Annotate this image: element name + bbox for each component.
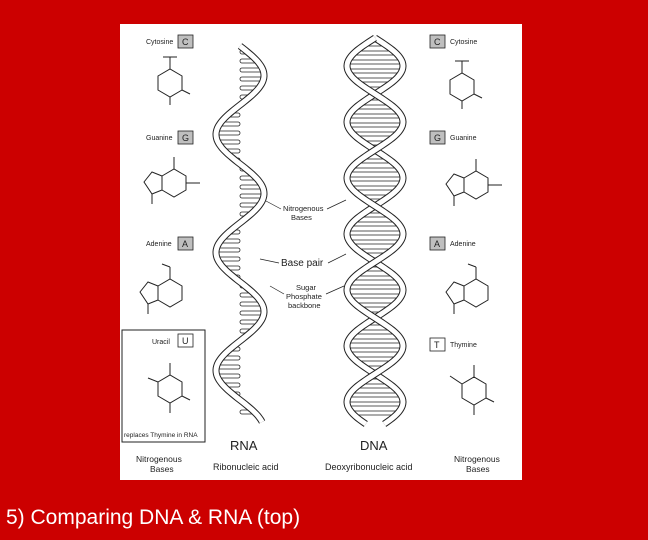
- dna-rung: [347, 285, 402, 289]
- rna-subtitle: Ribonucleic acid: [213, 462, 279, 472]
- dna-rung: [352, 411, 398, 415]
- dna-helix: [347, 38, 403, 424]
- pointer-basepair-right: [328, 254, 346, 263]
- pointer-basepair-left: [260, 259, 279, 263]
- label-nitrogenous-2: Bases: [291, 213, 312, 222]
- dna-rung: [347, 123, 402, 127]
- pointer-nitro-right: [327, 200, 346, 209]
- footer-left-1: Nitrogenous: [136, 454, 182, 464]
- label-base-pair: Base pair: [281, 258, 324, 269]
- uracil-structure-icon: [148, 363, 190, 413]
- rna-title: RNA: [230, 438, 258, 453]
- left-base-name-3: Uracil: [152, 339, 170, 346]
- cytosine-structure-icon: [158, 57, 190, 105]
- right-base-name-1: Guanine: [450, 135, 477, 142]
- left-badge-letter-0: C: [182, 37, 189, 47]
- dna-rung: [349, 114, 402, 118]
- right-badge-letter-2: A: [434, 239, 440, 249]
- right-badge-letter-0: C: [434, 37, 441, 47]
- right-base-name-3: Thymine: [450, 342, 477, 349]
- center-labels: Nitrogenous Bases Base pair Sugar Phosph…: [260, 200, 346, 310]
- dna-rung: [350, 240, 400, 244]
- label-phosphate: Phosphate: [286, 292, 322, 301]
- dna-rung: [348, 348, 403, 352]
- dna-rung: [351, 222, 398, 226]
- dna-subtitle: Deoxyribonucleic acid: [325, 462, 413, 472]
- uracil-note: replaces Thymine in RNA: [124, 432, 198, 439]
- dna-title: DNA: [360, 438, 388, 453]
- label-sugar: Sugar: [296, 283, 317, 292]
- pointer-sugar-right: [326, 286, 344, 294]
- footer-right-1: Nitrogenous: [454, 454, 500, 464]
- right-badge-letter-3: T: [434, 340, 440, 350]
- dna-rung: [348, 339, 402, 343]
- pointer-sugar-left: [270, 286, 284, 294]
- rna-helix: [216, 46, 264, 422]
- dna-rung: [347, 177, 403, 181]
- dna-rung: [349, 393, 401, 397]
- adenine-structure-icon-right: [446, 264, 488, 314]
- guanine-structure-icon-right: [446, 159, 502, 206]
- left-bases: Cytosine C Guanine G: [122, 35, 205, 442]
- dna-rna-figure: Cytosine C Guanine G: [120, 24, 522, 480]
- left-badge-letter-2: A: [182, 239, 188, 249]
- dna-rung: [350, 168, 400, 172]
- left-base-name-1: Guanine: [146, 135, 173, 142]
- slide-caption: 5) Comparing DNA & RNA (top): [6, 506, 300, 530]
- footer-right-2: Bases: [466, 464, 490, 474]
- right-bases: C Cytosine G Guanine: [430, 35, 502, 415]
- dna-rung: [349, 294, 402, 298]
- right-base-name-2: Adenine: [450, 241, 476, 248]
- pointer-nitro-left: [266, 201, 281, 209]
- dna-rung: [347, 231, 403, 235]
- thymine-structure-icon: [450, 365, 494, 415]
- left-base-name-0: Cytosine: [146, 39, 173, 46]
- cytosine-structure-icon-right: [450, 61, 482, 109]
- label-backbone: backbone: [288, 301, 321, 310]
- left-badge-letter-1: G: [182, 133, 189, 143]
- right-badge-letter-1: G: [434, 133, 441, 143]
- right-base-name-0: Cytosine: [450, 39, 477, 46]
- label-nitrogenous-1: Nitrogenous: [283, 204, 324, 213]
- diagram-svg: Cytosine C Guanine G: [120, 24, 522, 480]
- left-base-name-2: Adenine: [146, 241, 172, 248]
- left-badge-letter-3: U: [182, 336, 189, 346]
- footer-left-2: Bases: [150, 464, 174, 474]
- adenine-structure-icon: [140, 264, 182, 314]
- dna-rung: [348, 60, 403, 64]
- dna-rung: [348, 69, 402, 73]
- dna-rung: [347, 402, 403, 406]
- guanine-structure-icon: [144, 157, 200, 204]
- dna-rung: [351, 186, 398, 190]
